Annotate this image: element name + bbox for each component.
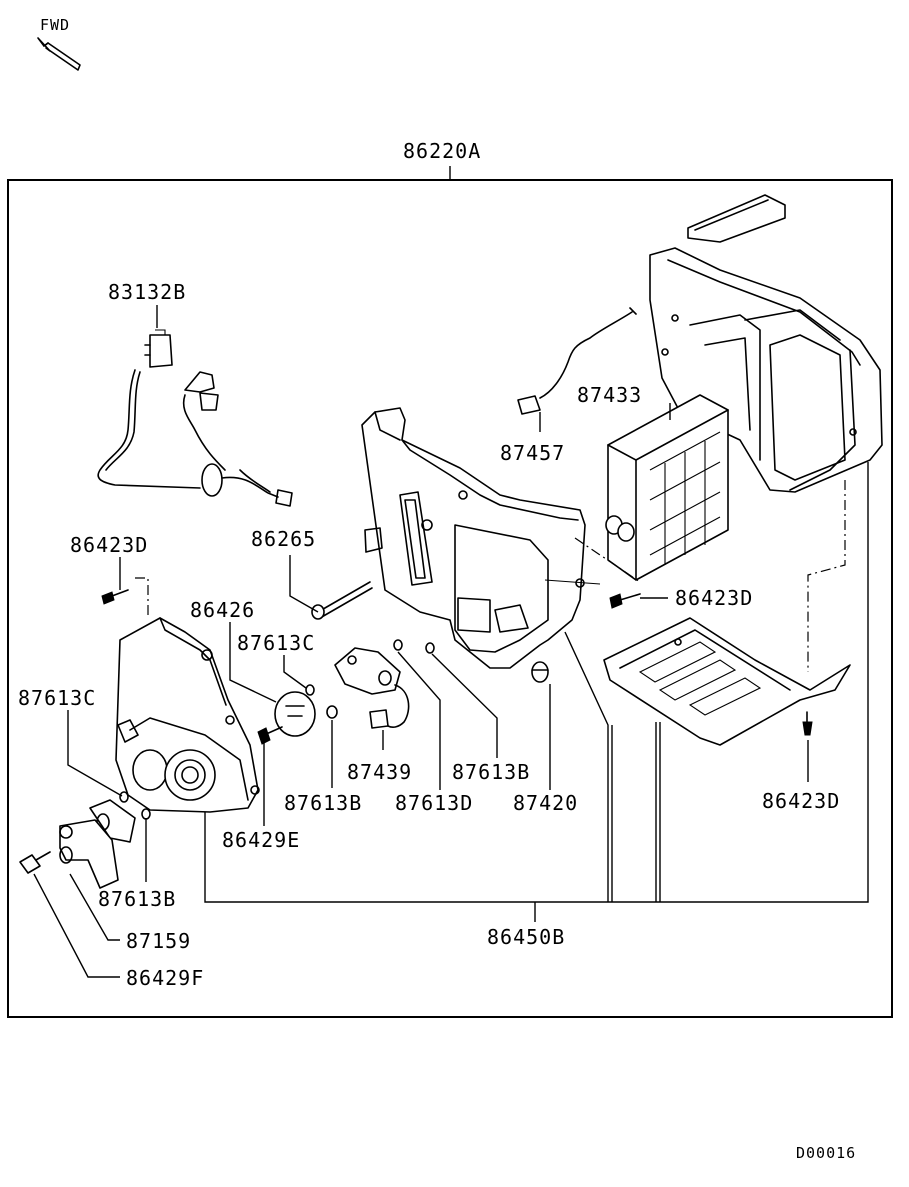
screw-part bbox=[802, 711, 813, 736]
evaporator-housing-part bbox=[649, 247, 883, 493]
leader-87613D bbox=[397, 651, 441, 790]
label-87613B-right: 87613B bbox=[452, 760, 530, 784]
evaporator-core-part bbox=[605, 394, 729, 581]
gasket-ring bbox=[425, 642, 435, 654]
label-87433: 87433 bbox=[577, 383, 642, 407]
screw-part bbox=[257, 726, 283, 745]
plug-part bbox=[531, 661, 549, 683]
label-87439: 87439 bbox=[347, 760, 412, 784]
label-86429E: 86429E bbox=[222, 828, 300, 852]
label-87613C-left: 87613C bbox=[18, 686, 96, 710]
dashline-right-screw bbox=[807, 480, 846, 672]
dashline-mid-screw bbox=[574, 537, 641, 583]
label-87457: 87457 bbox=[500, 441, 565, 465]
leader-86265 bbox=[289, 555, 319, 613]
dashline-left-screw bbox=[135, 577, 149, 618]
label-86423D-bottom: 86423D bbox=[762, 789, 840, 813]
bolt-part bbox=[19, 851, 51, 874]
rod-part bbox=[311, 581, 373, 620]
label-86426: 86426 bbox=[190, 598, 255, 622]
leader-87613B-right bbox=[431, 653, 498, 758]
subassembly-bracket bbox=[204, 462, 869, 922]
gasket-ring bbox=[119, 791, 129, 803]
gasket-ring bbox=[393, 639, 403, 651]
gasket-ring bbox=[141, 808, 151, 820]
leader-86429F bbox=[33, 873, 120, 978]
label-86423D-mid: 86423D bbox=[675, 586, 753, 610]
label-87613B-mid: 87613B bbox=[284, 791, 362, 815]
label-87420: 87420 bbox=[513, 791, 578, 815]
fwd-arrow-icon bbox=[37, 37, 81, 71]
label-83132B: 83132B bbox=[108, 280, 186, 304]
leader-87613C-upper bbox=[283, 655, 307, 689]
blower-housing-part bbox=[115, 617, 260, 813]
sensor-wire-part bbox=[517, 307, 637, 415]
label-87159: 87159 bbox=[126, 929, 191, 953]
figure-code: D00016 bbox=[796, 1144, 856, 1162]
wire-harness-part bbox=[97, 329, 293, 507]
leader-87613C-left bbox=[67, 710, 123, 797]
screw-part bbox=[609, 593, 641, 609]
screw-part bbox=[101, 589, 129, 605]
label-87613D: 87613D bbox=[395, 791, 473, 815]
motor-part bbox=[274, 691, 316, 737]
label-86423D-left: 86423D bbox=[70, 533, 148, 557]
label-86429F: 86429F bbox=[126, 966, 204, 990]
subassembly-label: 86450B bbox=[487, 925, 565, 949]
gasket-ring bbox=[326, 705, 338, 719]
duct-hose-part bbox=[59, 799, 136, 889]
heater-case-part bbox=[361, 407, 601, 669]
actuator-part bbox=[334, 647, 410, 729]
fwd-label: FWD bbox=[40, 16, 70, 34]
label-87613B-left: 87613B bbox=[98, 887, 176, 911]
leader-87159 bbox=[69, 873, 120, 941]
label-87613C-upper: 87613C bbox=[237, 631, 315, 655]
leader-86426 bbox=[229, 622, 277, 703]
filter-cover-part bbox=[687, 194, 786, 243]
lower-tray-part bbox=[603, 617, 851, 746]
gasket-ring bbox=[305, 684, 315, 696]
assembly-label: 86220A bbox=[403, 139, 481, 163]
label-86265: 86265 bbox=[251, 527, 316, 551]
